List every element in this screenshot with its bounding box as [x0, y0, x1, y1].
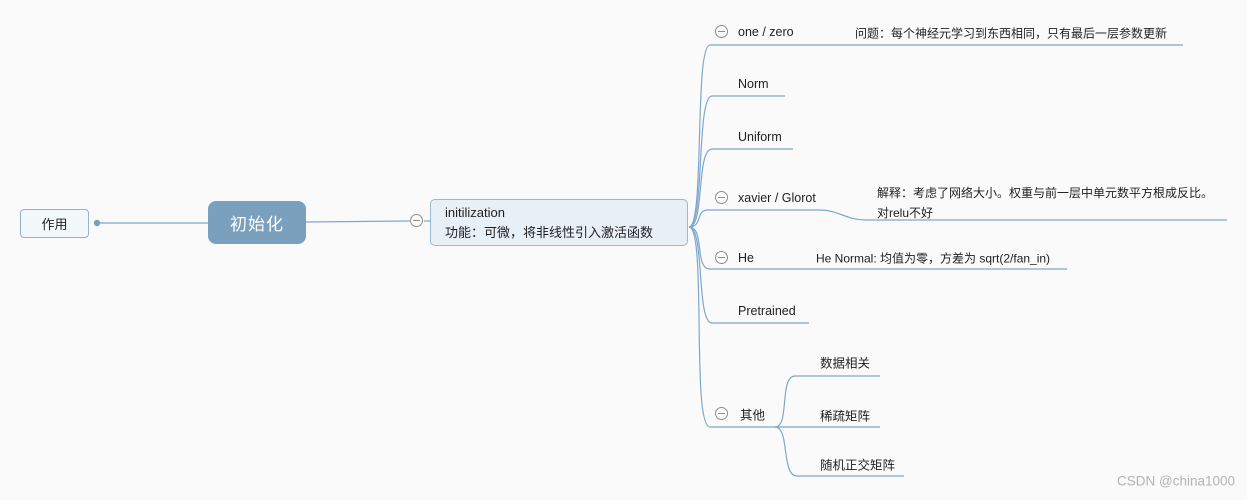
left-topic-label: 作用 — [41, 217, 68, 232]
branch-label-one-zero[interactable]: one / zero — [738, 25, 794, 39]
branch-label-uniform[interactable]: Uniform — [738, 130, 782, 144]
root-topic-node[interactable]: 初始化 — [208, 201, 306, 244]
left-topic-node[interactable]: 作用 — [20, 209, 89, 238]
edge-branch-qita — [688, 226, 880, 428]
minus-glyph — [718, 257, 725, 258]
note-one-zero[interactable]: 问题：每个神经元学习到东西相同，只有最后一层参数更新 — [855, 26, 1168, 41]
edge-branch-xavier — [688, 209, 1227, 228]
edge-branch-one-zero — [688, 44, 1183, 228]
minus-glyph — [718, 31, 725, 32]
anchor-dot — [93, 219, 101, 227]
minus-glyph — [718, 413, 725, 414]
branch-label-pretrained[interactable]: Pretrained — [738, 304, 796, 318]
branch-label-norm[interactable]: Norm — [738, 77, 769, 91]
branch-label-xavier[interactable]: xavier / Glorot — [738, 191, 816, 205]
csdn-watermark: CSDN @china1000 — [1116, 473, 1235, 489]
collapse-icon-one-zero[interactable] — [715, 25, 728, 38]
edge-branch-uniform — [688, 148, 793, 228]
center-topic-node[interactable]: initilization 功能：可微，将非线性引入激活函数 — [430, 199, 688, 246]
subbranch-label-data-related[interactable]: 数据相关 — [820, 356, 871, 371]
edge-sub-data-related — [774, 375, 880, 428]
edge-root-to-center — [305, 220, 411, 223]
collapse-icon-xavier[interactable] — [715, 191, 728, 204]
center-topic-title: initilization — [445, 204, 505, 220]
branch-label-qita[interactable]: 其他 — [740, 408, 766, 423]
root-topic-label: 初始化 — [230, 215, 284, 234]
subbranch-label-sparse-matrix[interactable]: 稀疏矩阵 — [820, 409, 871, 424]
note-xavier-line2: 对relu不好 — [877, 206, 934, 220]
note-xavier-line1: 解释：考虑了网络大小。权重与前一层中单元数平方根成反比。 — [877, 186, 1214, 200]
subbranch-label-random-orthogonal[interactable]: 随机正交矩阵 — [820, 458, 896, 473]
minus-glyph — [413, 220, 420, 221]
edge-sub-random-orthogonal — [774, 426, 904, 477]
edge-branch-he — [688, 226, 1067, 270]
collapse-icon-center[interactable] — [410, 214, 423, 227]
edge-branch-norm — [688, 95, 785, 228]
edge-branch-pretrained — [688, 226, 809, 324]
note-he[interactable]: He Normal: 均值为零，方差为 sqrt(2/fan_in) — [816, 251, 1051, 266]
minus-glyph — [718, 197, 725, 198]
collapse-icon-qita[interactable] — [715, 407, 728, 420]
collapse-icon-he[interactable] — [715, 251, 728, 264]
center-topic-subtitle: 功能：可微，将非线性引入激活函数 — [445, 224, 654, 240]
note-xavier[interactable]: 解释：考虑了网络大小。权重与前一层中单元数平方根成反比。 对relu不好 — [877, 183, 1213, 223]
branch-label-he[interactable]: He — [738, 251, 754, 265]
